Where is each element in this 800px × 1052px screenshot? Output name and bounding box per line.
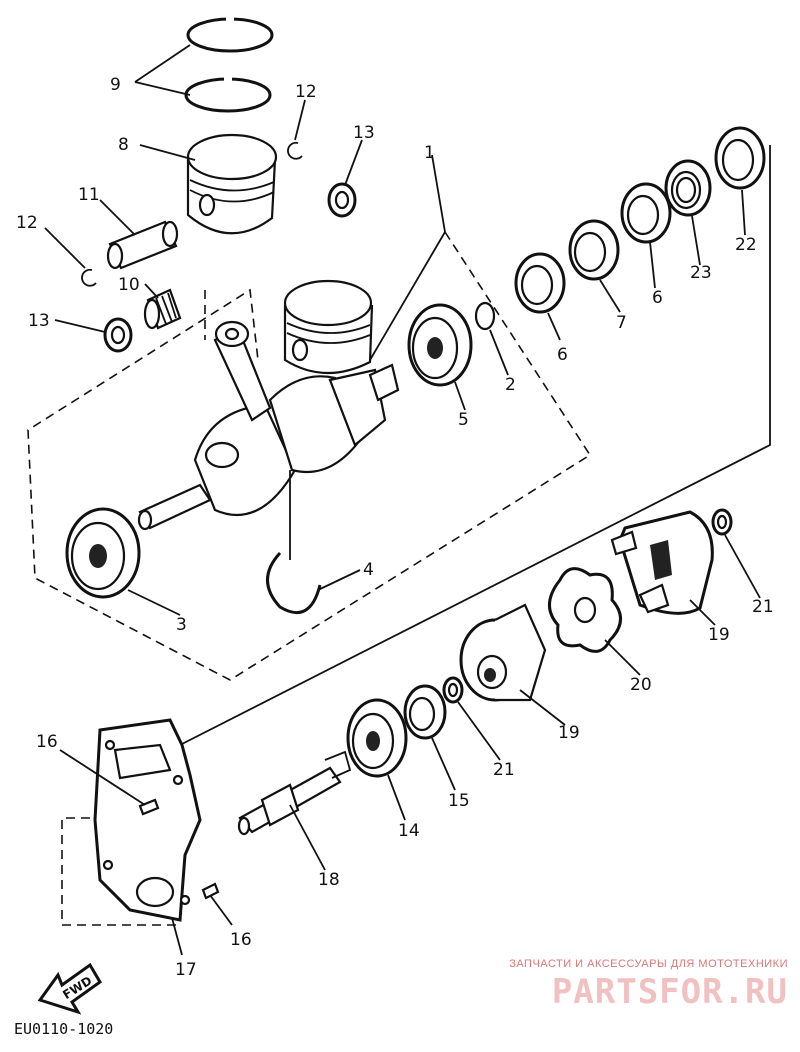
- o-ring: [474, 301, 496, 331]
- circlip: [266, 551, 322, 615]
- dowel-pin-lower: [201, 882, 220, 900]
- leader-23: [691, 215, 701, 266]
- callout-7: 7: [616, 313, 627, 333]
- leader-6-front: [547, 312, 561, 341]
- leader-9: [134, 44, 191, 96]
- seal-22: [714, 126, 766, 190]
- callout-16-lower: 16: [230, 930, 252, 950]
- callout-18: 18: [318, 870, 340, 890]
- leader-16-lower: [209, 894, 233, 926]
- callout-19-upper: 19: [708, 625, 730, 645]
- piston-pin: [106, 220, 179, 270]
- leader-13-left: [54, 319, 106, 333]
- leader-6-rear: [649, 241, 656, 289]
- leader-16-upper: [59, 749, 146, 806]
- crankshaft-assembly: [137, 320, 400, 560]
- callout-22: 22: [735, 235, 757, 255]
- callout-19-lower: 19: [558, 723, 580, 743]
- callout-9: 9: [110, 75, 121, 95]
- leader-2: [489, 329, 509, 376]
- callout-12-right: 12: [295, 82, 317, 102]
- callout-13-right: 13: [353, 123, 375, 143]
- leader-15: [431, 737, 456, 791]
- bearing-7: [568, 219, 620, 281]
- callout-11: 11: [78, 185, 100, 205]
- seal-6-front: [514, 252, 566, 314]
- leader-17: [171, 917, 183, 956]
- callout-4: 4: [363, 560, 374, 580]
- callout-16-upper: 16: [36, 732, 58, 752]
- thrust-washer-left: [103, 317, 133, 353]
- assembly-line: [179, 145, 771, 746]
- callout-17: 17: [175, 960, 197, 980]
- callout-21-upper: 21: [752, 597, 774, 617]
- leader-4: [317, 569, 361, 591]
- watermark-subtitle: ЗАПЧАСТИ И АКСЕССУАРЫ ДЛЯ МОТОТЕХНИКИ: [509, 958, 788, 970]
- callout-5: 5: [458, 410, 469, 430]
- callout-2: 2: [505, 375, 516, 395]
- watermark-logo[interactable]: PARTSFOR.RU: [551, 972, 788, 1012]
- leader-1: [369, 154, 446, 361]
- callout-6-front: 6: [557, 345, 568, 365]
- dowel-pin-upper: [138, 798, 160, 816]
- callout-14: 14: [398, 821, 420, 841]
- bearing-14: [346, 698, 408, 778]
- leader-11: [99, 199, 136, 236]
- main-bearing-upper: [407, 303, 473, 387]
- piston-pin-clip-left: [81, 268, 97, 287]
- needle-bearing: [143, 288, 182, 330]
- piston-ring-top: [186, 16, 274, 53]
- leader-19-upper: [689, 599, 716, 626]
- bearing-23: [664, 159, 712, 217]
- seal-15: [403, 684, 447, 740]
- piston-pin-clip-right: [287, 141, 303, 160]
- drive-shaft-18: [237, 750, 352, 836]
- leader-22: [741, 189, 746, 236]
- thrust-washer-right: [327, 182, 357, 218]
- callout-13-left: 13: [28, 311, 50, 331]
- main-bearing-lower: [65, 507, 141, 599]
- washer-21-upper: [711, 508, 733, 536]
- callout-8: 8: [118, 135, 129, 155]
- seal-6-rear: [620, 182, 672, 244]
- callout-3: 3: [176, 615, 187, 635]
- leader-19-lower: [519, 689, 566, 726]
- rubber-damper-20: [548, 567, 622, 653]
- leader-20: [604, 639, 641, 676]
- leader-21-lower: [457, 701, 501, 761]
- leader-5: [454, 381, 466, 411]
- leader-14: [387, 774, 406, 821]
- callout-15: 15: [448, 791, 470, 811]
- leader-7: [599, 279, 621, 313]
- callout-21-lower: 21: [493, 760, 515, 780]
- callout-6-rear: 6: [652, 288, 663, 308]
- callout-23: 23: [690, 263, 712, 283]
- diagram-code: EU0110-1020: [14, 1020, 114, 1038]
- coupler-19-upper: [610, 510, 714, 615]
- fwd-arrow: FWD: [37, 962, 102, 1015]
- gasket-17: [93, 718, 202, 922]
- callout-20: 20: [630, 675, 652, 695]
- leader-10: [144, 283, 159, 299]
- leader-3: [127, 589, 181, 616]
- assembly-dashed-outline: [27, 231, 592, 681]
- callout-10: 10: [118, 275, 140, 295]
- leader-13-right: [344, 139, 363, 186]
- washer-21-lower: [442, 676, 464, 704]
- callout-12-left: 12: [16, 213, 38, 233]
- leader-12-left: [44, 227, 86, 269]
- gasket-dashed-outline: [61, 817, 178, 926]
- piston-ring-bottom: [184, 76, 272, 113]
- leader-8: [139, 144, 196, 161]
- leader-12-right: [294, 99, 306, 141]
- piston-loose: [186, 133, 278, 235]
- leader-18: [289, 804, 326, 871]
- coupler-19-lower: [459, 603, 547, 702]
- callout-1: 1: [424, 143, 435, 163]
- piston-installed: [283, 279, 374, 375]
- leader-21-upper: [724, 534, 761, 599]
